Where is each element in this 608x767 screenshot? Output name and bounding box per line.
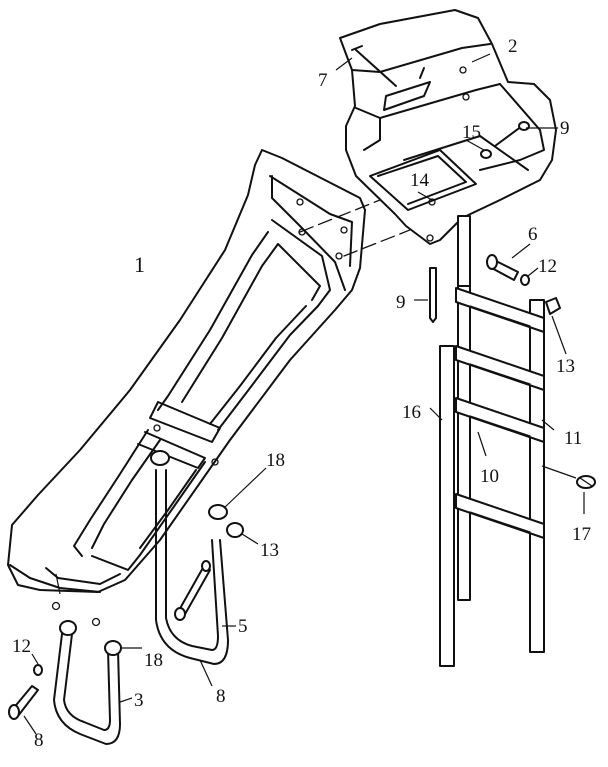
bolt-part-8-middle: [174, 565, 211, 621]
callout-12-lower: 12: [12, 636, 31, 657]
u-bracket-part-5: [150, 450, 229, 665]
callout-18-lower: 18: [144, 650, 163, 671]
callout-2: 2: [508, 36, 518, 57]
callout-12-upper: 12: [538, 256, 557, 277]
callout-15: 15: [462, 122, 481, 143]
slide-chute-part-1: [7, 149, 366, 627]
callout-13-middle: 13: [260, 540, 279, 561]
callout-6: 6: [528, 224, 538, 245]
washer-part-12-upper: [520, 274, 530, 286]
callouts: 1 2 7 9 15 14 6 12 13 9 16 11 10 17 18 1…: [12, 36, 591, 751]
ladder-assembly: [439, 215, 545, 667]
callout-14: 14: [410, 170, 430, 191]
nut-part-15: [480, 149, 492, 159]
callout-10: 10: [480, 466, 499, 487]
bolt-part-9-lower: [429, 267, 437, 323]
callout-18-upper: 18: [266, 450, 285, 471]
bolt-part-7: [351, 45, 397, 87]
nut-part-13-middle: [226, 522, 244, 538]
washer-part-12-lower: [33, 664, 43, 676]
bolt-part-6: [486, 254, 519, 281]
callout-17: 17: [572, 524, 591, 545]
callout-9-upper: 9: [560, 118, 570, 139]
callout-13-upper: 13: [556, 356, 575, 377]
leader-lines: [23, 53, 585, 735]
nut-part-13-upper: [545, 297, 561, 315]
callout-7: 7: [318, 70, 328, 91]
callout-1: 1: [134, 252, 145, 277]
callout-16: 16: [402, 402, 421, 423]
u-bracket-part-3: [53, 620, 122, 745]
callout-9-lower: 9: [396, 292, 406, 313]
alignment-line: [343, 225, 421, 257]
callout-8-middle: 8: [216, 686, 226, 707]
platform-part-2: [339, 9, 557, 245]
washer-part-12-middle: [201, 560, 211, 572]
callout-11: 11: [564, 428, 582, 449]
callout-8-lower: 8: [34, 730, 44, 751]
alignment-line: [299, 195, 391, 233]
cap-part-17: [576, 475, 596, 489]
callout-5: 5: [238, 616, 248, 637]
callout-3: 3: [134, 690, 144, 711]
bolt-part-8-lower: [8, 685, 39, 720]
